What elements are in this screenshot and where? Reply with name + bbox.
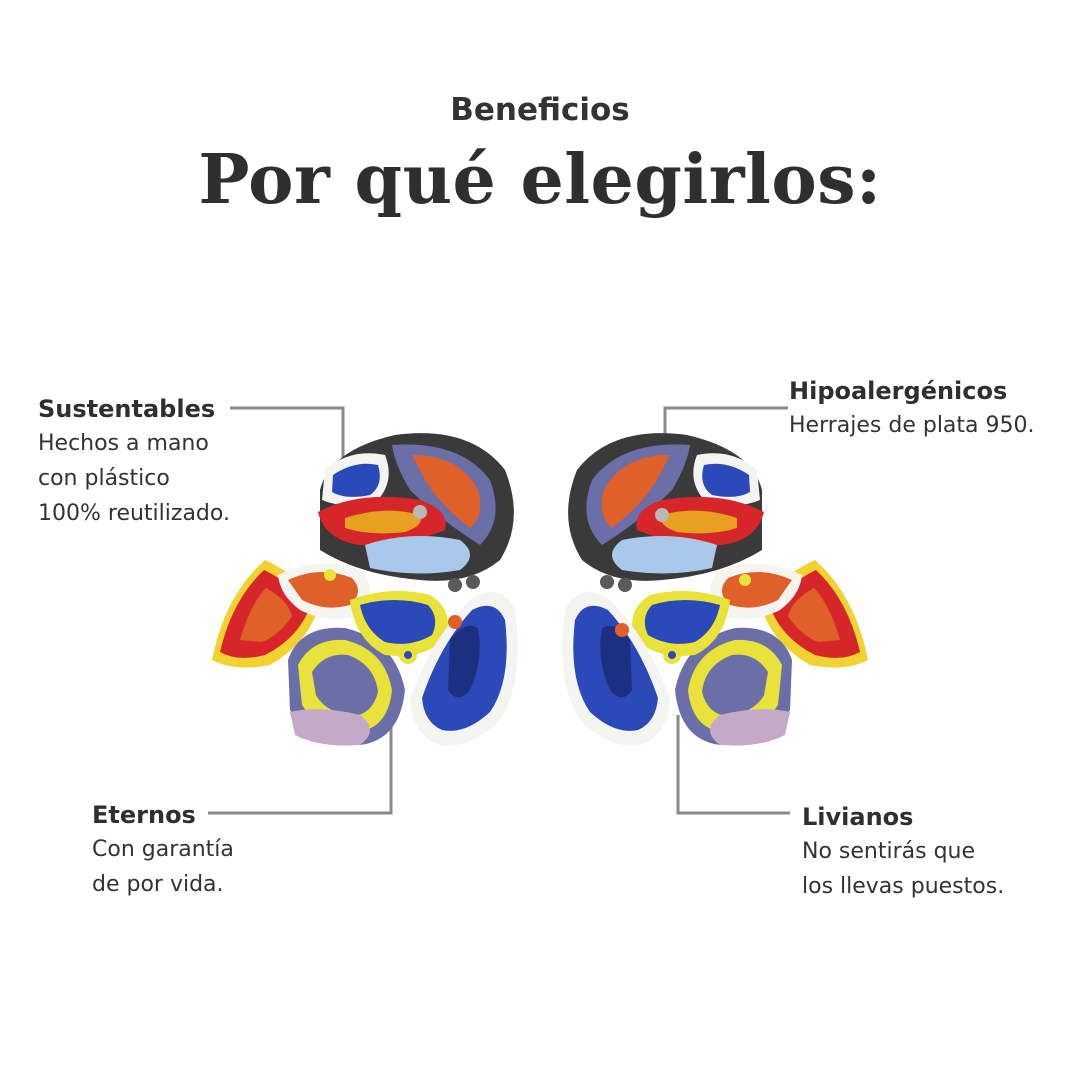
benefit-line: con plástico bbox=[38, 466, 170, 491]
benefit-line: No sentirás que bbox=[802, 839, 976, 864]
benefit-title: Livianos bbox=[802, 803, 914, 831]
section-eyebrow: Beneficios bbox=[450, 92, 630, 128]
connector-eternos bbox=[208, 725, 393, 815]
benefit-line: 100% reutilizado. bbox=[38, 501, 230, 526]
benefit-line: Herrajes de plata 950. bbox=[789, 413, 1035, 438]
benefit-description: No sentirás que los llevas puestos. bbox=[802, 834, 1004, 904]
page-title: Por qué elegirlos: bbox=[198, 140, 882, 220]
benefit-sustentables: Sustentables Hechos a mano con plástico … bbox=[38, 392, 230, 531]
connector-livianos bbox=[676, 715, 790, 815]
benefit-hipoalergenicos: Hipoalergénicos Herrajes de plata 950. bbox=[789, 374, 1035, 443]
benefit-description: Herrajes de plata 950. bbox=[789, 408, 1035, 443]
benefit-livianos: Livianos No sentirás que los llevas pues… bbox=[802, 800, 1004, 904]
benefit-description: Con garantía de por vida. bbox=[92, 832, 234, 902]
benefit-description: Hechos a mano con plástico 100% reutiliz… bbox=[38, 426, 230, 531]
benefit-eternos: Eternos Con garantía de por vida. bbox=[92, 798, 234, 902]
connector-sustentables bbox=[230, 406, 345, 470]
benefit-title: Sustentables bbox=[38, 395, 216, 423]
benefit-line: Con garantía bbox=[92, 837, 234, 862]
benefit-line: Hechos a mano bbox=[38, 431, 209, 456]
benefit-title: Hipoalergénicos bbox=[789, 377, 1008, 405]
benefit-line: de por vida. bbox=[92, 872, 224, 897]
earring-left-post bbox=[413, 505, 427, 519]
earring-right-post bbox=[655, 508, 669, 522]
benefit-title: Eternos bbox=[92, 801, 196, 829]
earring-left bbox=[212, 433, 518, 746]
benefit-line: los llevas puestos. bbox=[802, 874, 1005, 899]
earring-right bbox=[562, 433, 868, 746]
